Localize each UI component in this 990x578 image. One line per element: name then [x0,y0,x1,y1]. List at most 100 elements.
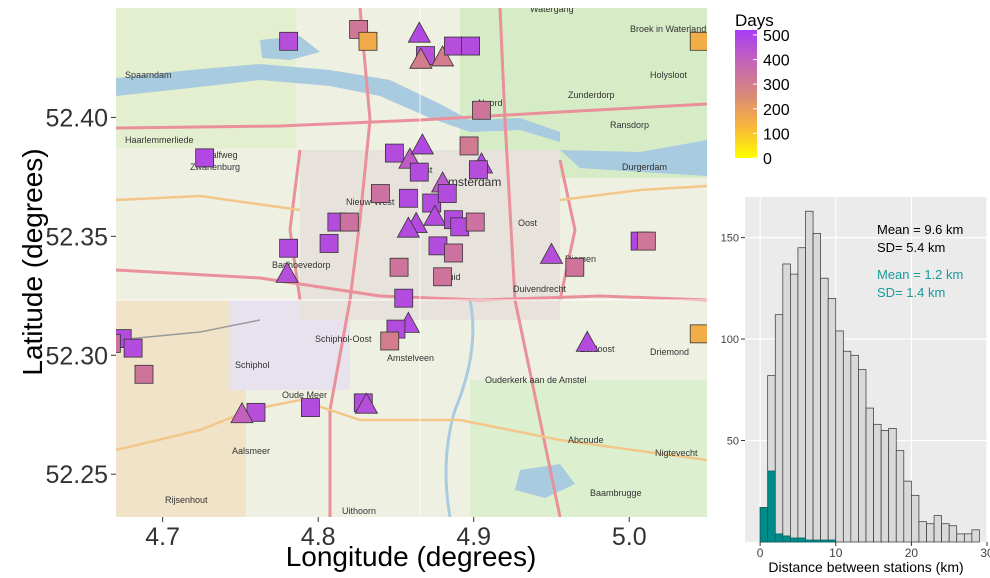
histogram-bar [774,533,784,543]
map-panel: SpaarndamHaarlemmerliedeHalfwegZwanenbur… [17,8,728,572]
map-label: Duivendrecht [513,284,567,294]
station-triangle [575,330,599,352]
station-square [465,212,485,232]
map-label: Holysloot [650,70,688,80]
histogram-bar [790,273,799,543]
map-label: Uithoorn [342,506,376,516]
histogram-x-tick-label: 20 [905,546,919,560]
histogram-bar [865,407,874,543]
map-label: Nigtevecht [655,448,698,458]
station-square [565,257,585,277]
histogram-bar [774,314,784,543]
map-label: Durgerdam [622,162,667,172]
station-triangle [396,216,421,238]
map-rail [116,319,261,341]
histogram-y-tick-label: 50 [727,436,739,448]
histogram-bar [926,523,935,543]
map-road-a4 [328,8,372,517]
station-triangle [230,401,254,424]
map-road-s [116,184,707,212]
histogram-bar [911,494,920,543]
map-label: Schiphol-Oost [315,334,372,344]
histogram-bar [880,430,890,543]
station-square [370,184,390,203]
histogram-bars-nearest [759,470,837,543]
days-legend-tick-label: 0 [763,151,772,168]
station-square [472,100,491,120]
map-label: Oude Meer [282,390,327,400]
station-square [134,364,154,384]
map-x-tick-label: 5.0 [612,523,647,551]
histogram-bar [918,521,927,543]
map-river-amstel [444,299,475,517]
histogram-bar [782,535,791,543]
station-square [123,338,143,358]
station-triangle [407,21,431,43]
map-y-tick-label: 52.25 [45,461,108,489]
station-square [380,331,400,351]
map-city [300,150,560,320]
histogram-x-tick-label: 30 [980,546,990,560]
histogram-bar [895,450,905,543]
map-land-sw [116,300,246,517]
map-label: Schiphol [235,360,270,370]
histogram-bar [956,533,965,543]
station-triangle [539,242,564,264]
map-label: Zwanenburg [190,162,240,172]
map-label: Broek in Waterland [630,24,706,34]
histogram-bar [903,480,912,543]
map-land-se [470,380,707,517]
histogram-bar [941,523,950,543]
histogram-bar [827,539,837,543]
histogram-bar [790,537,799,543]
map-x-axis-title: Longitude (degrees) [286,541,537,572]
annotation-all-mean: Mean = 9.6 km [877,222,963,237]
station-square [195,148,215,168]
map-points [116,20,728,455]
map-road-a10 [288,149,577,301]
histogram-bar [820,539,829,543]
histogram-bar [963,533,973,543]
station-square [279,31,299,51]
map-label: Ransdorp [610,120,649,130]
station-square [389,257,409,277]
map-y-axis-title: Latitude (degrees) [17,148,48,375]
histogram-bar [873,423,882,543]
map-label: Rijsenhout [165,495,208,505]
histogram-x-axis-title: Distance between stations (km) [768,559,963,575]
days-legend-tick-label: 200 [763,102,790,119]
station-triangle [430,45,455,67]
map-label: Driemond [650,347,689,357]
station-square [339,212,359,232]
station-square [710,437,728,455]
station-square [301,398,320,417]
histogram-grid [745,197,988,542]
histogram-bar [767,470,776,543]
map-road-a9 [116,268,707,302]
map-road-n201 [116,398,707,462]
days-legend-title: Days [735,11,774,30]
histogram-bar [805,210,814,543]
station-square [384,143,404,163]
station-square [459,136,479,156]
histogram-bar [805,539,814,543]
map-water-ij [116,64,560,142]
days-legend-tick-label: 400 [763,53,790,70]
station-square [689,31,707,51]
map-label: Nieuw-West [346,197,395,207]
histogram-x-tick-label: 10 [829,546,843,560]
histogram-bar [835,330,844,543]
station-square [468,160,488,180]
map-label: Amstelveen [387,353,434,363]
histogram-bar [971,529,980,543]
histogram-bar [888,428,897,543]
station-square [409,162,429,182]
map-y-tick-label: 52.30 [45,342,108,370]
map-x-tick-label: 4.8 [301,523,336,551]
station-triangle [409,47,433,69]
map-x-tick-label: 4.9 [456,523,491,551]
station-square [116,333,121,353]
